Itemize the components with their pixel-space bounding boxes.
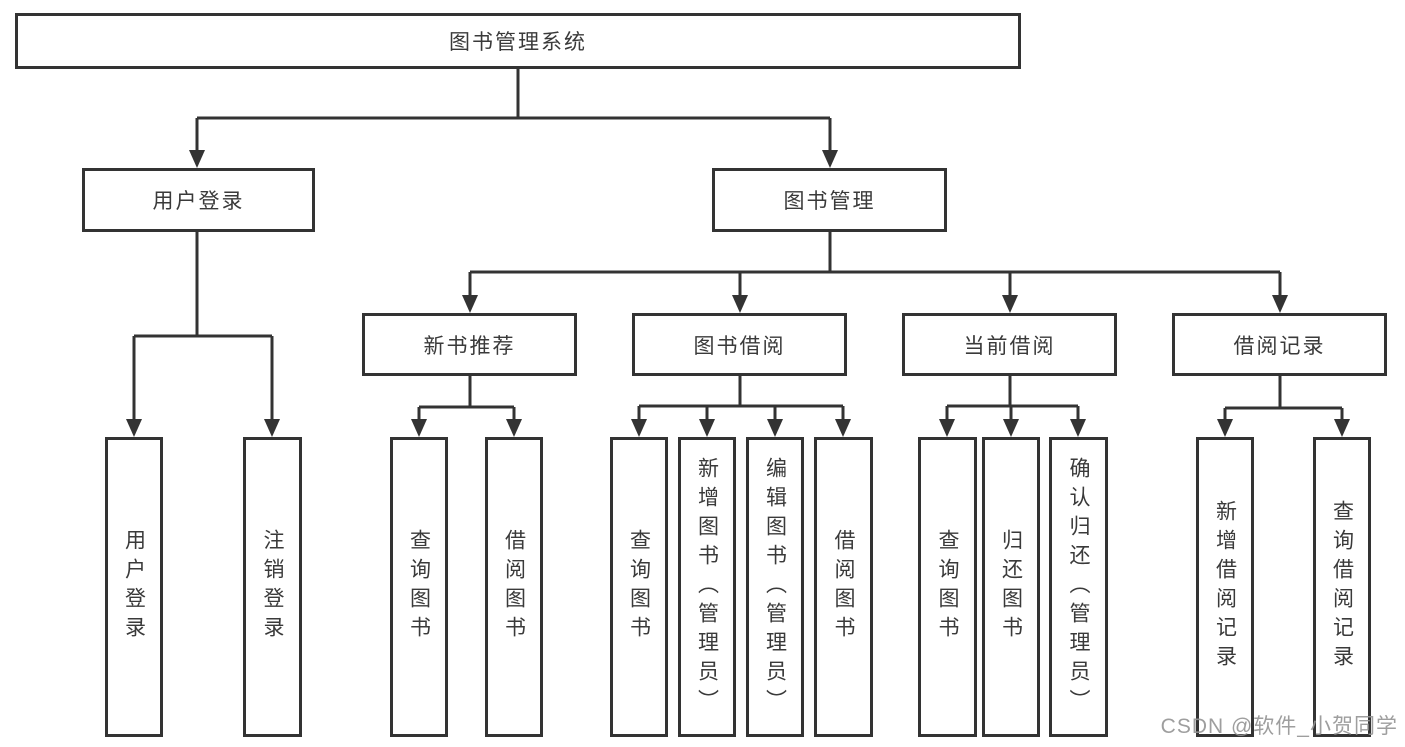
node-user-login: 用户登录 <box>82 168 315 232</box>
leaf-recommend-query-books: 查询图书 <box>390 437 448 737</box>
csdn-watermark: CSDN @软件_小贺同学 <box>1160 715 1398 738</box>
leaf-current-query-books: 查询图书 <box>918 437 977 737</box>
leaf-return-books: 归还图书 <box>982 437 1040 737</box>
node-book-management: 图书管理 <box>712 168 947 232</box>
node-current-borrow: 当前借阅 <box>902 313 1117 376</box>
leaf-borrow-books: 借阅图书 <box>814 437 873 737</box>
leaf-confirm-return-admin: 确认归还（管理员） <box>1049 437 1108 737</box>
leaf-recommend-borrow-books: 借阅图书 <box>485 437 543 737</box>
node-book-borrow: 图书借阅 <box>632 313 847 376</box>
leaf-logout: 注销登录 <box>243 437 302 737</box>
arrowheads <box>126 150 1350 437</box>
leaf-borrow-query-books: 查询图书 <box>610 437 668 737</box>
leaf-add-borrow-record: 新增借阅记录 <box>1196 437 1254 737</box>
leaf-user-login: 用户登录 <box>105 437 163 737</box>
leaf-query-borrow-record: 查询借阅记录 <box>1313 437 1371 737</box>
leaf-add-books-admin: 新增图书（管理员） <box>678 437 736 737</box>
node-root-system: 图书管理系统 <box>15 13 1021 69</box>
node-new-book-recommend: 新书推荐 <box>362 313 577 376</box>
node-borrow-records: 借阅记录 <box>1172 313 1387 376</box>
leaf-edit-books-admin: 编辑图书（管理员） <box>746 437 804 737</box>
